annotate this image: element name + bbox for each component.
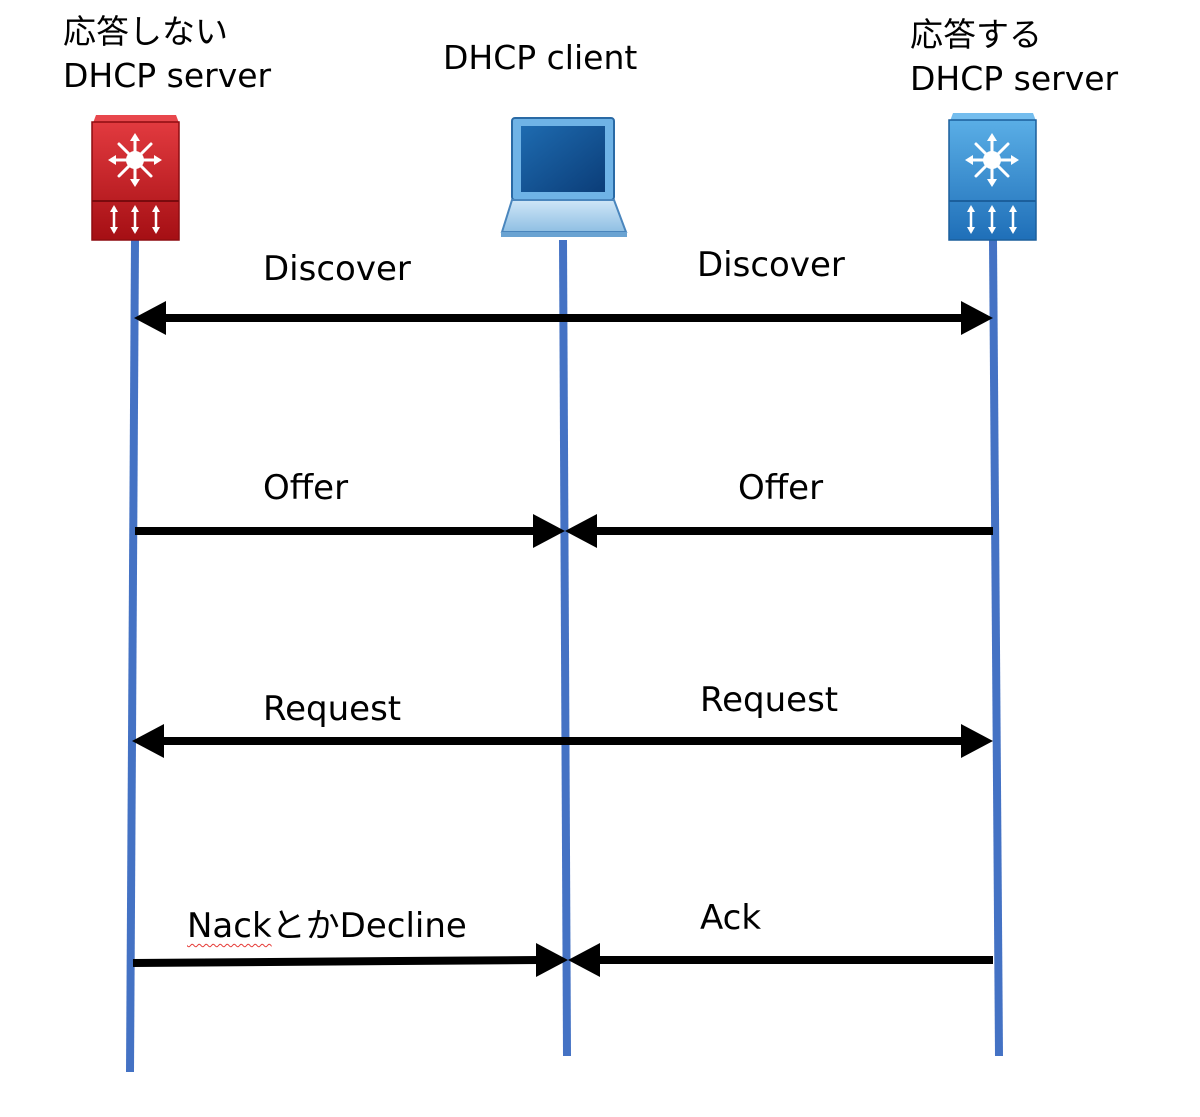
lifelines [126,239,1003,1073]
blue-switch-icon [948,113,1037,241]
right-server-title: 応答する DHCP server [910,13,1118,101]
request-arrow [132,724,993,758]
laptop-icon [500,117,628,237]
client-title: DHCP client [443,36,637,80]
left-server-title: 応答しない DHCP server [63,10,271,98]
nack-word: Nack [187,906,272,946]
red-switch-icon [91,115,180,241]
left-server-lifeline [126,239,139,1073]
left-server-title-line2: DHCP server [63,56,272,95]
left-server-title-line1: 応答しない [63,12,228,51]
nack-rest: とかDecline [271,906,467,946]
client-lifeline [559,239,571,1057]
message-arrows [132,301,993,977]
client-title-text: DHCP client [443,38,638,77]
right-server-lifeline [989,239,1003,1057]
right-server-title-line2: DHCP server [910,59,1119,98]
right-server-title-line1: 応答する [910,15,1042,54]
discover-arrow [134,301,993,335]
offer-arrows [135,514,993,548]
request-right-label: Request [700,680,839,720]
nack-decline-label: NackとかDecline [187,898,467,947]
offer-right-label: Offer [738,468,824,508]
nack-ack-arrows [132,943,993,977]
offer-left-label: Offer [263,468,349,508]
ack-label: Ack [700,898,762,938]
discover-right-label: Discover [697,245,845,285]
request-left-label: Request [263,689,402,729]
discover-left-label: Discover [263,249,411,289]
